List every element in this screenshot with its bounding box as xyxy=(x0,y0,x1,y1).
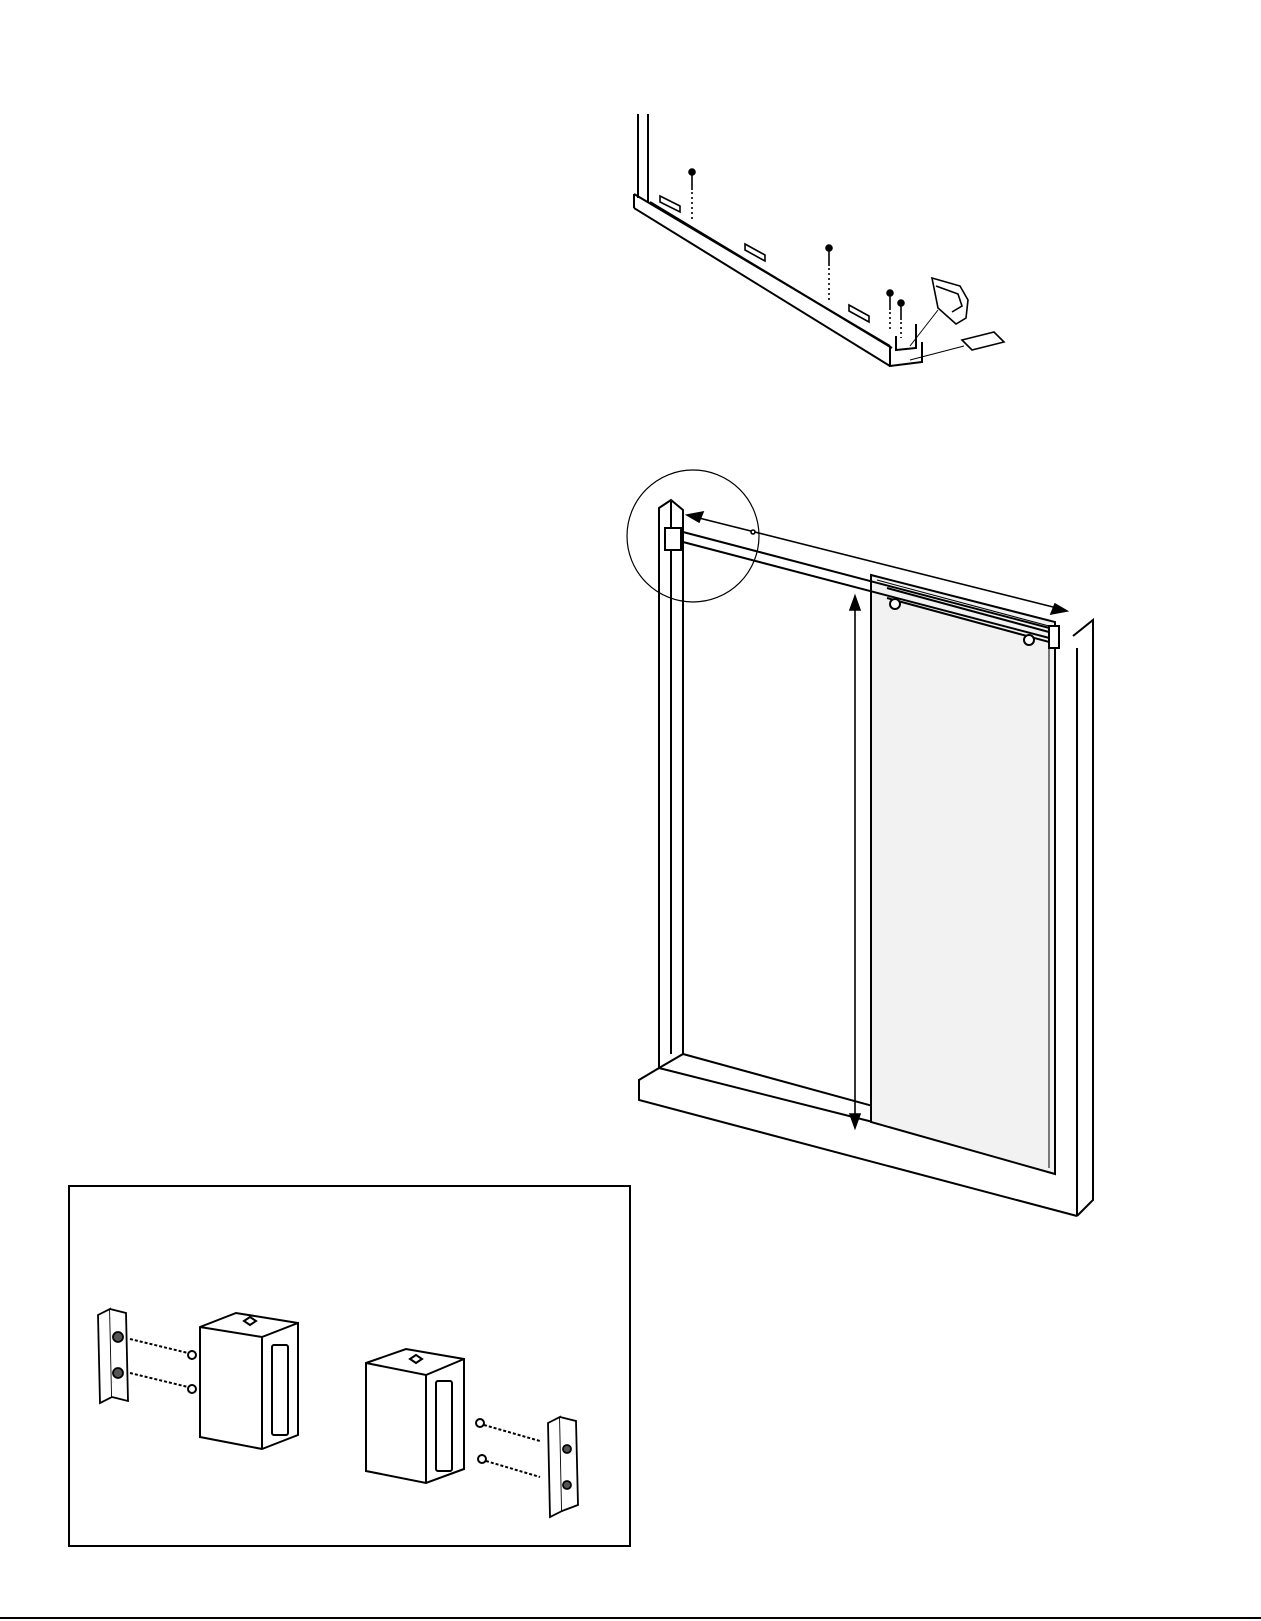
rail-bracket xyxy=(1049,626,1059,648)
screws-right xyxy=(476,1419,540,1477)
clip-side xyxy=(110,1309,128,1401)
screw xyxy=(484,1425,540,1441)
glass-panel xyxy=(871,575,1055,1174)
threshold-assembly-figure xyxy=(620,110,1050,390)
end-cap-parts xyxy=(932,278,1004,350)
bracket-detail-box xyxy=(68,1185,631,1547)
block-slot xyxy=(272,1345,288,1435)
height-arrow-head-top xyxy=(850,596,860,610)
threshold-linework xyxy=(634,114,922,366)
rail-bracket xyxy=(665,528,681,550)
track-end-profile xyxy=(890,342,922,366)
wall-clip-left xyxy=(98,1309,128,1403)
clip-plate xyxy=(548,1417,562,1517)
track-end-channel xyxy=(896,324,916,350)
clip-hole xyxy=(113,1368,123,1378)
sliding-door-figure xyxy=(625,480,1145,1280)
bracket-detail-drawing xyxy=(70,1187,629,1545)
bracket-assembly-right xyxy=(366,1349,578,1517)
screws xyxy=(689,169,904,338)
track-bottom-edge xyxy=(634,208,890,366)
width-arrow-marker xyxy=(751,530,755,534)
leader-line xyxy=(910,346,964,360)
door-panel xyxy=(871,575,1055,1174)
wall-clip-right xyxy=(548,1417,578,1517)
detail-circle xyxy=(627,470,759,602)
page-bottom-rule xyxy=(0,1617,1261,1619)
clip-side xyxy=(560,1417,578,1511)
screw xyxy=(898,300,904,338)
screw xyxy=(689,169,695,222)
roller xyxy=(1024,635,1034,645)
screw-head xyxy=(188,1385,196,1393)
track-lip-line xyxy=(650,202,892,348)
screw xyxy=(130,1373,188,1387)
end-cap-plate xyxy=(962,332,1004,350)
roller xyxy=(890,599,900,609)
block-slot xyxy=(436,1381,452,1471)
width-arrow-head-left xyxy=(687,512,703,522)
bracket-block-left xyxy=(200,1313,298,1449)
bracket-block-right xyxy=(366,1349,464,1483)
end-cap-guide xyxy=(932,278,968,324)
screws-left xyxy=(130,1339,196,1393)
setting-block xyxy=(745,244,765,261)
clip-plate xyxy=(98,1309,112,1403)
screw-head xyxy=(476,1419,484,1427)
clip-hole xyxy=(113,1332,123,1342)
clip-hole xyxy=(563,1445,571,1453)
bracket-assembly-left xyxy=(98,1309,298,1449)
screw-head xyxy=(478,1455,486,1463)
width-arrow-head-right xyxy=(1051,604,1067,614)
sliding-door-drawing xyxy=(625,480,1145,1280)
setting-blocks xyxy=(660,196,869,322)
threshold-assembly-drawing xyxy=(620,110,1050,390)
screw xyxy=(887,290,893,332)
bracket-detail-figure xyxy=(70,1187,629,1545)
height-arrow-head-bottom xyxy=(850,1114,860,1128)
leader-line xyxy=(910,310,938,346)
screw xyxy=(130,1339,188,1353)
screw xyxy=(826,245,832,302)
setting-block xyxy=(849,305,869,322)
screw-head xyxy=(188,1351,196,1359)
screw xyxy=(486,1461,540,1477)
clip-hole xyxy=(563,1481,571,1489)
height-arrow xyxy=(850,596,860,1128)
